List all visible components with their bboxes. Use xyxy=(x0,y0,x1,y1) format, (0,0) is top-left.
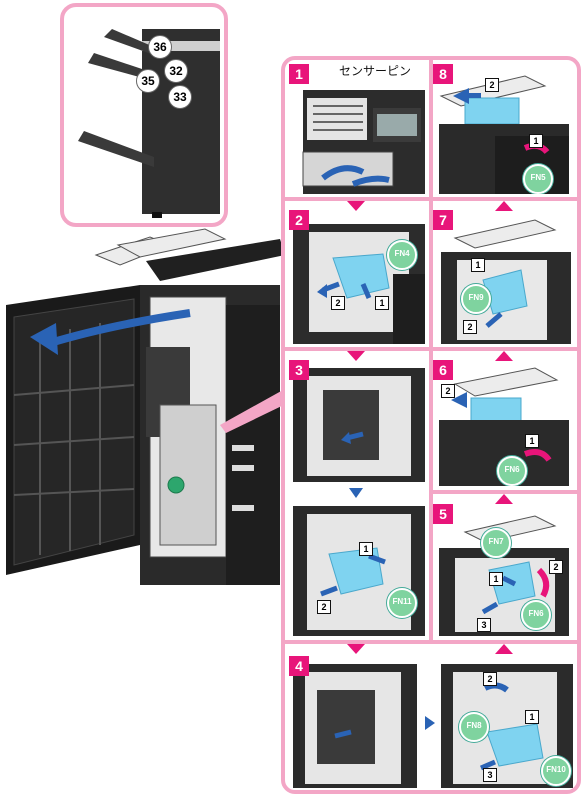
fn8-badge: FN8 xyxy=(459,712,489,742)
step-8-number: 8 xyxy=(433,64,453,84)
order-box-2: 2 xyxy=(483,672,497,686)
step-3-number: 3 xyxy=(289,360,309,380)
fn6-badge: FN6 xyxy=(521,600,551,630)
order-box-1: 1 xyxy=(525,434,539,448)
order-box-3: 3 xyxy=(477,618,491,632)
fn11-badge: FN11 xyxy=(387,588,417,618)
step-1-panel xyxy=(293,66,425,194)
finisher-inset: 36 32 35 33 xyxy=(60,3,228,227)
step-2-number: 2 xyxy=(289,210,309,230)
order-box-1: 1 xyxy=(529,134,543,148)
sensor-pin-label: センサーピン xyxy=(339,64,412,78)
order-box-3: 3 xyxy=(483,768,497,782)
step-4-number: 4 xyxy=(289,656,309,676)
order-box-1: 1 xyxy=(489,572,503,586)
next-step-arrow xyxy=(347,201,365,211)
next-step-arrow xyxy=(495,494,513,504)
next-step-arrow xyxy=(347,351,365,361)
step-3b-panel: 1 FN11 2 xyxy=(293,502,425,636)
fn10-badge: FN10 xyxy=(541,756,571,786)
machine-illustration xyxy=(6,228,290,585)
row-divider xyxy=(285,347,577,351)
fn6-badge: FN6 xyxy=(497,456,527,486)
step-6-panel: 2 1 FN6 xyxy=(435,364,573,486)
finisher-illustration xyxy=(78,29,220,218)
order-box-2: 2 xyxy=(331,296,345,310)
step-4-illustration-a xyxy=(293,664,417,788)
sub-step-arrow xyxy=(349,488,363,498)
order-box-1: 1 xyxy=(359,542,373,556)
step-7-illustration xyxy=(441,219,571,344)
order-box-2: 2 xyxy=(485,78,499,92)
step-5-number: 5 xyxy=(433,504,453,524)
row-divider xyxy=(429,490,577,494)
order-box-2: 2 xyxy=(441,384,455,398)
next-step-arrow xyxy=(347,644,365,654)
order-box-2: 2 xyxy=(549,560,563,574)
step-7-panel: 1 FN9 2 xyxy=(435,214,573,344)
step-4b-panel: 2 FN8 1 FN10 3 xyxy=(441,660,573,788)
order-box-2: 2 xyxy=(463,320,477,334)
tray-label-33: 33 xyxy=(168,85,192,109)
step-1-number: 1 xyxy=(289,64,309,84)
step-3-panel xyxy=(293,364,425,482)
fn4-badge: FN4 xyxy=(387,240,417,270)
fn9-badge: FN9 xyxy=(461,284,491,314)
step-7-number: 7 xyxy=(433,210,453,230)
order-box-1: 1 xyxy=(525,710,539,724)
order-box-2: 2 xyxy=(317,600,331,614)
order-box-1: 1 xyxy=(375,296,389,310)
fn5-badge: FN5 xyxy=(523,164,553,194)
step-2-panel: FN4 2 1 xyxy=(293,214,425,344)
step-1-illustration xyxy=(302,90,425,194)
next-step-arrow xyxy=(495,644,513,654)
step-8-panel: 2 1 FN5 xyxy=(435,66,573,194)
step-4-panel xyxy=(293,660,417,788)
sub-step-arrow xyxy=(425,716,435,730)
tray-label-36: 36 xyxy=(148,35,172,59)
step-6-number: 6 xyxy=(433,360,453,380)
next-step-arrow xyxy=(495,201,513,211)
step-2-illustration xyxy=(293,224,425,344)
row-divider xyxy=(285,197,577,201)
step-3-illustration-a xyxy=(293,368,425,482)
fn7-badge: FN7 xyxy=(481,528,511,558)
tray-label-35: 35 xyxy=(136,69,160,93)
next-step-arrow xyxy=(495,351,513,361)
procedure-frame: 1 センサーピン 2 1 FN5 8 FN4 2 xyxy=(281,56,581,794)
order-box-1: 1 xyxy=(471,258,485,272)
tray-label-32: 32 xyxy=(164,59,188,83)
step-5-panel: FN7 2 1 FN6 3 xyxy=(435,508,573,636)
row-divider xyxy=(285,640,577,644)
